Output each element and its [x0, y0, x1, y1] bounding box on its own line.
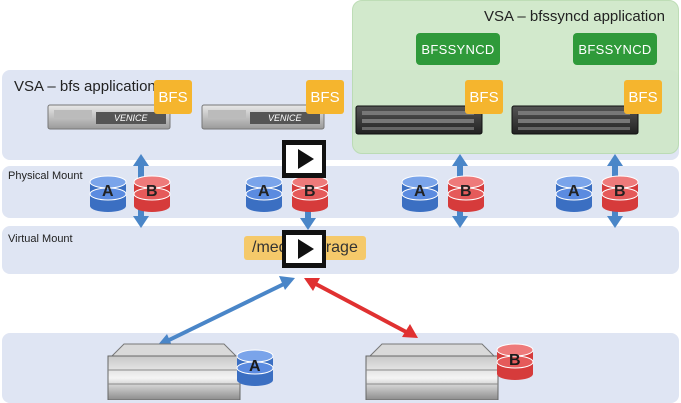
bfs-tag-1: BFS	[154, 80, 192, 114]
video-play-icon	[282, 140, 326, 178]
video-play-icon	[282, 230, 326, 268]
bfssyncd-tag-2: BFSSYNCD	[573, 33, 657, 65]
bfs-tag-4: BFS	[624, 80, 662, 114]
server-icon	[201, 104, 325, 130]
server-icon	[511, 105, 639, 135]
disk-b-letter: B	[146, 183, 158, 200]
database-icon	[89, 175, 127, 212]
database-icon	[496, 343, 534, 380]
arrow-to-storage-b	[304, 278, 418, 338]
disk-b-letter: B	[614, 183, 626, 200]
server-icon	[47, 104, 171, 130]
server-brand-1: VENICE	[114, 113, 148, 123]
disk-a-letter: A	[258, 183, 270, 200]
vsa-bfs-label: VSA – bfs application	[14, 78, 156, 95]
virtual-mount-label: Virtual Mount	[8, 233, 73, 245]
storage-array-icon	[365, 343, 499, 400]
disk-b-letter: B	[304, 183, 316, 200]
database-icon	[401, 175, 439, 212]
database-icon	[447, 175, 485, 212]
database-icon	[555, 175, 593, 212]
disk-a-letter: A	[414, 183, 426, 200]
server-brand-2: VENICE	[268, 113, 302, 123]
database-icon	[291, 175, 329, 212]
database-icon	[133, 175, 171, 212]
disk-b-letter: B	[509, 352, 521, 369]
bfs-tag-3: BFS	[465, 80, 503, 114]
disk-b-letter: B	[460, 183, 472, 200]
disk-a-letter: A	[568, 183, 580, 200]
bfssyncd-tag-1: BFSSYNCD	[416, 33, 500, 65]
physical-mount-label: Physical Mount	[8, 170, 83, 182]
database-icon	[245, 175, 283, 212]
vsa-bfssyncd-label: VSA – bfssyncd application	[484, 8, 665, 25]
storage-array-icon	[107, 343, 241, 400]
disk-a-letter: A	[102, 183, 114, 200]
bfs-tag-2: BFS	[306, 80, 344, 114]
server-icon	[355, 105, 483, 135]
database-icon	[601, 175, 639, 212]
disk-a-letter: A	[249, 358, 261, 375]
database-icon	[236, 349, 274, 386]
